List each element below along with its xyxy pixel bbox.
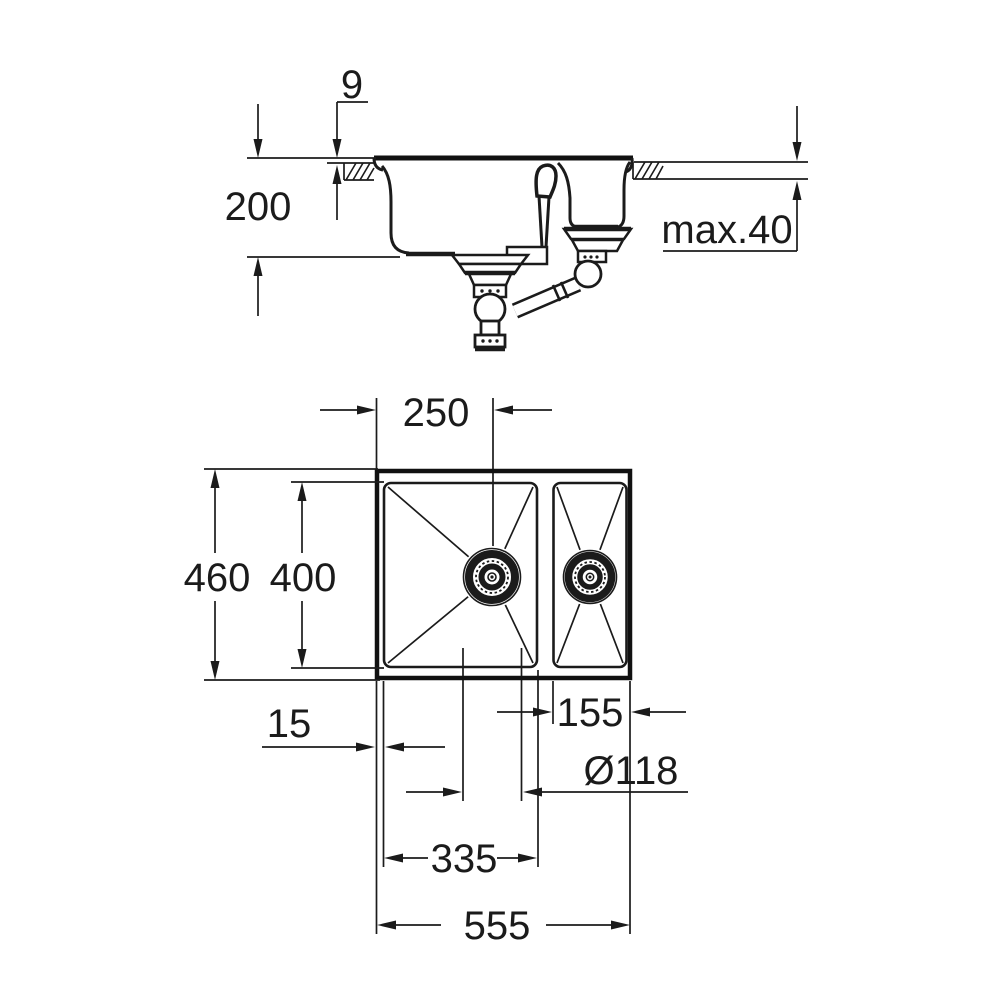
dim-counter-thickness: max.40 xyxy=(661,106,802,252)
dim-rim-width: 15 xyxy=(262,702,445,752)
dim-label-inner-depth: 400 xyxy=(270,556,337,600)
trap-ball-joint xyxy=(473,292,507,326)
dim-label-counter-thickness: max.40 xyxy=(661,208,792,252)
dim-label-bowl-depth: 200 xyxy=(225,185,292,229)
dim-label-drain-offset: 250 xyxy=(403,391,470,435)
dim-label-overall-width: 555 xyxy=(464,904,531,948)
main-drain-stack xyxy=(449,253,531,352)
rim-left-hook xyxy=(372,157,384,172)
main-bowl-section xyxy=(380,165,534,257)
dim-drain-diameter: Ø118 xyxy=(406,749,688,797)
extension-lines xyxy=(375,398,631,934)
dim-overall-width: 555 xyxy=(377,904,630,948)
dim-drain-offset: 250 xyxy=(320,391,552,435)
trap-elbow-joint xyxy=(573,259,603,289)
section-view: 9 200 max.40 xyxy=(225,63,808,352)
dim-label-overall-depth: 460 xyxy=(184,556,251,600)
small-drain xyxy=(561,548,619,606)
small-drain-stack xyxy=(561,226,634,289)
dim-small-bowl-width: 155 xyxy=(497,691,686,735)
plan-outline xyxy=(374,468,633,681)
dim-label-drain-diameter: Ø118 xyxy=(584,749,679,793)
standpipe-hook xyxy=(534,163,558,199)
countertop-right xyxy=(632,161,808,180)
trap-pipe-collar xyxy=(551,281,570,302)
dim-bowl-depth: 200 xyxy=(225,104,400,316)
dim-inner-depth: 400 xyxy=(270,481,384,669)
countertop-left xyxy=(327,162,375,181)
small-bowl-plan xyxy=(552,481,628,669)
main-bowl-plan xyxy=(382,481,539,669)
dim-rim-height: 9 xyxy=(332,63,368,220)
small-bowl-section xyxy=(556,161,632,230)
dim-label-rim-width: 15 xyxy=(267,702,312,746)
dim-label-main-bowl-width: 335 xyxy=(431,837,498,881)
drain-trap-assembly xyxy=(449,226,634,352)
dim-label-rim-height: 9 xyxy=(341,63,363,107)
dim-overall-depth: 460 xyxy=(184,468,380,681)
main-drain xyxy=(461,546,523,608)
plan-view: 250 460 400 15 xyxy=(184,391,688,948)
dim-label-small-bowl-width: 155 xyxy=(557,691,624,735)
overflow-standpipe xyxy=(505,163,558,266)
dim-main-bowl-width: 335 xyxy=(384,837,537,881)
